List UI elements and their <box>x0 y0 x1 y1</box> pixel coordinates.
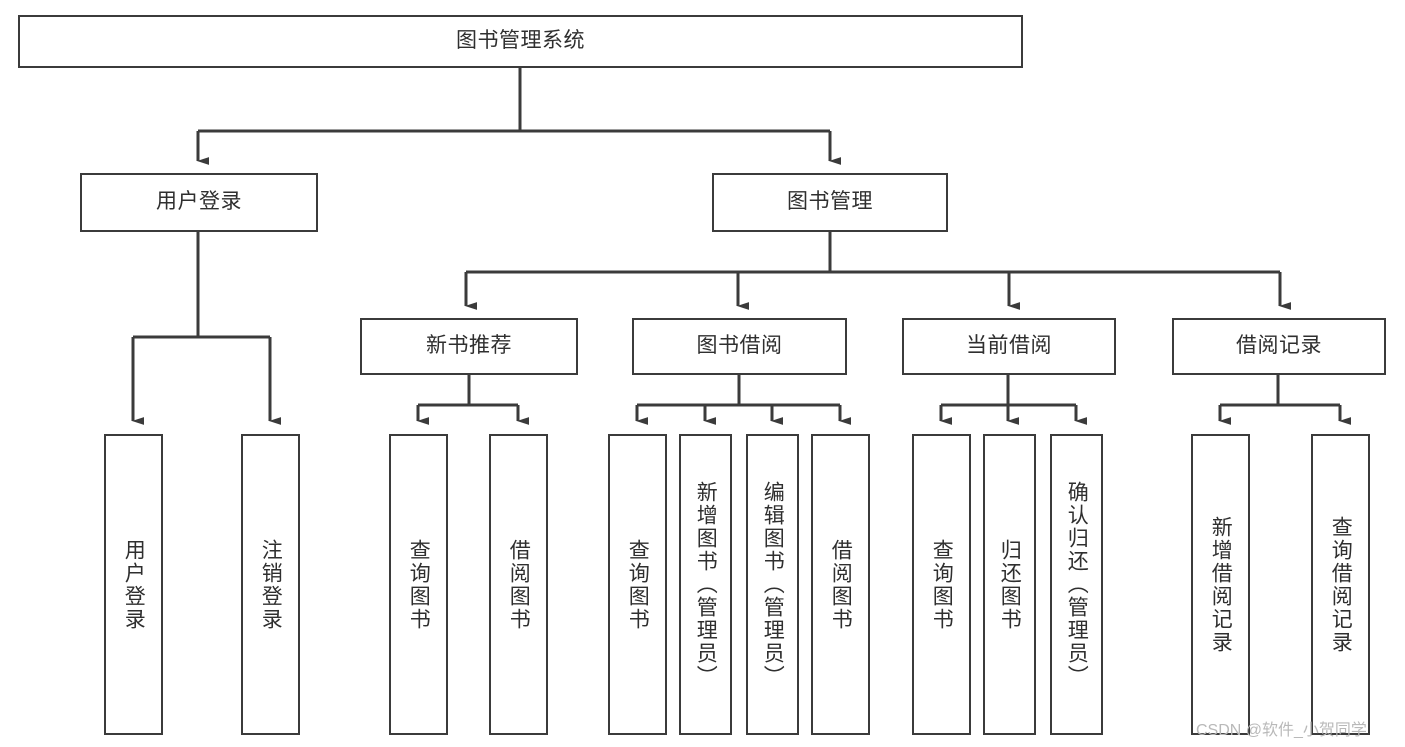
leaf-borrow-book-recommend[interactable]: 借阅图书 <box>489 434 548 735</box>
leaf-edit-book-admin[interactable]: 编辑图书（管理员） <box>746 434 799 735</box>
node-new-book-recommend[interactable]: 新书推荐 <box>360 318 578 375</box>
node-label: 用户登录 <box>122 538 146 631</box>
node-label: 归还图书 <box>998 538 1022 631</box>
node-book-management[interactable]: 图书管理 <box>712 173 948 232</box>
node-label: 借阅记录 <box>1236 334 1322 358</box>
node-label: 查询图书 <box>930 538 954 631</box>
node-label: 注销登录 <box>259 538 283 631</box>
node-root-system[interactable]: 图书管理系统 <box>18 15 1023 68</box>
node-label: 查询图书 <box>626 538 650 631</box>
node-label: 查询图书 <box>407 538 431 631</box>
leaf-confirm-return-admin[interactable]: 确认归还（管理员） <box>1050 434 1103 735</box>
node-label: 借阅图书 <box>507 538 531 631</box>
node-user-login[interactable]: 用户登录 <box>80 173 318 232</box>
node-book-borrow[interactable]: 图书借阅 <box>632 318 847 375</box>
node-label: 新书推荐 <box>426 334 512 358</box>
node-label: 编辑图书（管理员） <box>761 481 785 688</box>
leaf-query-book-current[interactable]: 查询图书 <box>912 434 971 735</box>
node-label: 用户登录 <box>156 190 242 214</box>
node-label: 图书管理 <box>787 190 873 214</box>
node-label: 图书借阅 <box>696 334 783 358</box>
node-label: 新增借阅记录 <box>1209 515 1233 654</box>
node-current-borrow[interactable]: 当前借阅 <box>902 318 1116 375</box>
leaf-add-book-admin[interactable]: 新增图书（管理员） <box>679 434 732 735</box>
leaf-user-login[interactable]: 用户登录 <box>104 434 163 735</box>
node-label: 查询借阅记录 <box>1329 515 1353 654</box>
node-label: 新增图书（管理员） <box>694 481 718 688</box>
node-borrow-record[interactable]: 借阅记录 <box>1172 318 1386 375</box>
leaf-query-book-recommend[interactable]: 查询图书 <box>389 434 448 735</box>
node-label: 当前借阅 <box>966 334 1052 358</box>
node-label: 图书管理系统 <box>456 29 585 53</box>
csdn-watermark: CSDN @软件_小贺同学 <box>1196 722 1367 739</box>
leaf-user-logout[interactable]: 注销登录 <box>241 434 300 735</box>
leaf-add-borrow-record[interactable]: 新增借阅记录 <box>1191 434 1250 735</box>
leaf-query-borrow-record[interactable]: 查询借阅记录 <box>1311 434 1370 735</box>
node-label: 借阅图书 <box>829 538 853 631</box>
leaf-return-book[interactable]: 归还图书 <box>983 434 1036 735</box>
leaf-query-book-borrow[interactable]: 查询图书 <box>608 434 667 735</box>
node-label: 确认归还（管理员） <box>1065 481 1089 688</box>
leaf-borrow-book[interactable]: 借阅图书 <box>811 434 870 735</box>
